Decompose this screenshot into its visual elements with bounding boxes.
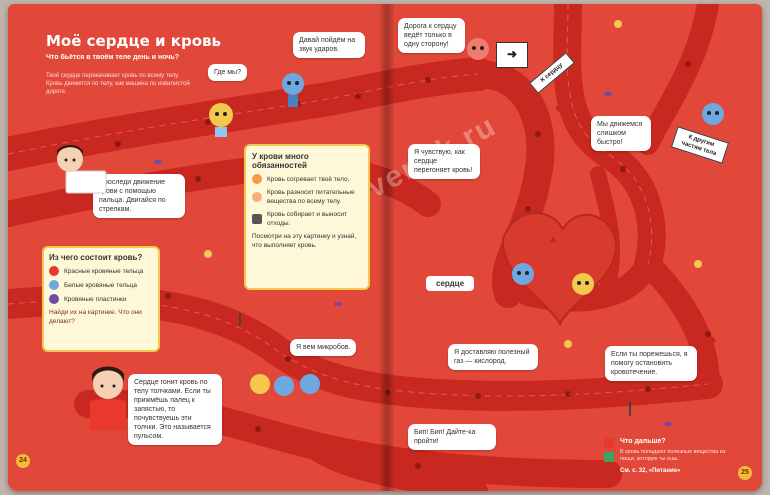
cell-label: Красные кровяные тельца [64,267,144,275]
white-cell-icon [49,280,59,290]
next-text: В кровь попадают полезные вещества из пи… [620,449,726,462]
arrow-up-icon: ▲ [708,334,718,345]
duty-row: Кровь согревает твоё тело. [252,174,362,184]
speech-bubble-microbes: Я вем микробов. [290,339,357,356]
blue-cell-character-icon [282,73,304,107]
speech-bubble-cut: Если ты порежешься, я помогу остановить … [605,346,697,381]
composition-heading: Из чего состоит кровь? [49,253,143,262]
red-cell-character-icon [467,38,489,60]
girl-reading-icon [57,145,107,194]
duty-text: Кровь собирает и выносит отходы. [267,211,347,227]
duty-text: Кровь согревает твоё тело. [267,175,350,183]
book-spread: ➜ ➜ ◀ ➜ ➜ ▼ ▲ ▲ goodovenok.ru Моё сердце… [8,4,762,491]
speech-bubble-trace: Проследи движение крови с помощью пальца… [93,174,185,218]
blue-cell-character-icon [702,103,724,125]
speech-bubble-beep: Бип! Бип! Дайте-ка пройти! [408,424,496,450]
cell-row: Красные кровяные тельца [49,266,153,276]
blue-cell-character-icon [512,263,534,285]
arrow-right-icon: ➜ [258,96,267,107]
arrow-down-icon: ▼ [553,104,563,115]
duty-text: Кровь разносит питательные вещества по в… [267,189,355,205]
platelet-icon [49,294,59,304]
cell-label: Белые кровяные тельца [64,281,138,289]
arrow-up-icon: ▲ [548,234,558,245]
speech-bubble-feel: Я чувствую, как сердце перегоняет кровь! [408,144,480,179]
red-square-icon [604,438,614,448]
composition-question: Найди их на картинке. Что они делают? [49,309,142,325]
book-gutter [380,4,394,491]
speech-bubble-fast: Мы движемся слишком быстро! [591,116,651,151]
arrow-right-icon: ➜ [568,389,577,400]
cell-label: Кровяные пластинки [64,295,127,303]
duties-footer: Посмотри на эту картинку и узнай, что вы… [252,233,357,249]
intro-text: Твоё сердце перекачивает кровь по всему … [46,73,190,95]
duty-row: Кровь разносит питательные вещества по в… [252,188,362,206]
duty-row: Кровь собирает и выносит отходы. [252,210,362,228]
cell-row: Кровяные пластинки [49,294,153,304]
arrow-right-icon: ➜ [353,86,362,97]
next-heading: Что дальше? [620,438,666,445]
page-number-left: 24 [16,454,30,468]
girl-pulse-icon [90,366,126,430]
speech-bubble-pulse: Сердце гонит кровь по телу толчками. Есл… [128,374,222,445]
speech-bubble-follow: Давай пойдём на звук ударов. [293,32,365,58]
speech-bubble-oneway: Дорога к сердцу ведёт только в одну стор… [398,18,465,53]
whats-next-box: Что дальше? В кровь попадают полезные ве… [604,436,754,488]
next-reference-link[interactable]: См. с. 32, «Питание» [620,468,681,474]
arrow-sign-icon: ➜ [496,42,528,68]
speech-bubble-oxygen: Я доставляю полезный газ — кислород. [448,344,538,370]
food-icon [252,192,262,202]
red-cell-icon [49,266,59,276]
speech-bubble-where: Где мы? [208,64,247,81]
page-title: Моё сердце и кровь [46,32,221,50]
page-subtitle: Что бьётся в твоём теле день и ночь? [46,54,179,61]
flame-icon [252,174,262,184]
yellow-cell-character-icon [209,103,233,137]
page-number-right: 25 [738,466,752,480]
duties-panel: У крови много обязанностей Кровь согрева… [244,144,370,290]
duties-heading: У крови много обязанностей [252,152,309,170]
yellow-cell-character-icon [572,273,594,295]
cell-characters-group-icon [250,374,320,396]
arrow-right-icon: ➜ [338,379,347,390]
cell-row: Белые кровяные тельца [49,280,153,290]
composition-panel: Из чего состоит кровь? Красные кровяные … [42,246,160,352]
heart-label: сердце [426,276,475,291]
broom-icon [252,214,262,224]
green-square-icon [604,452,614,462]
